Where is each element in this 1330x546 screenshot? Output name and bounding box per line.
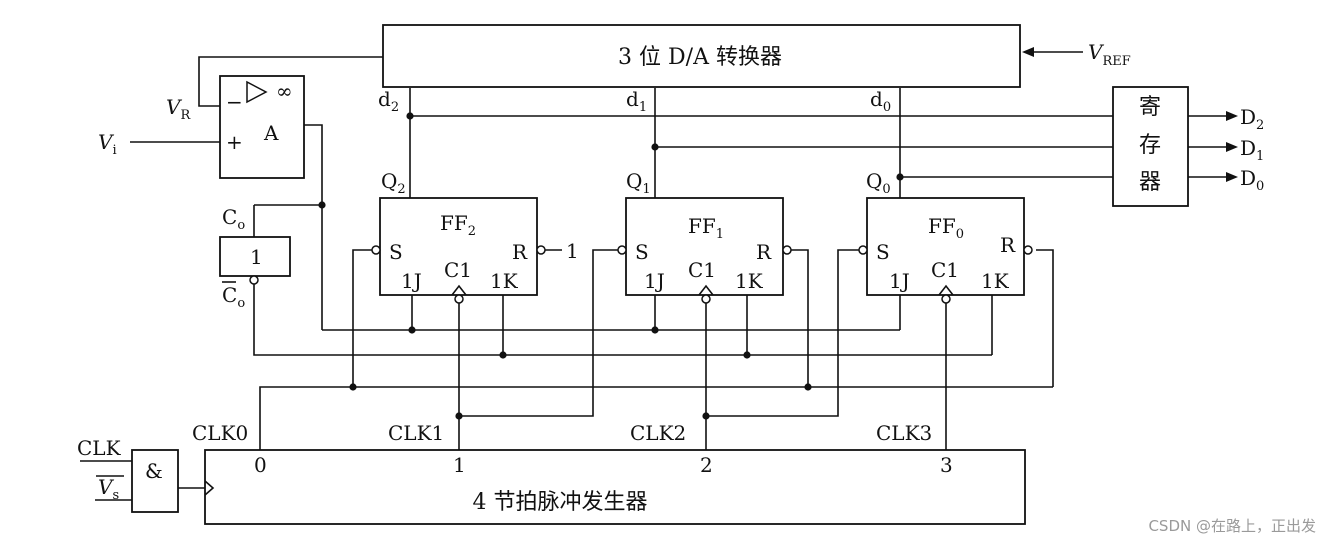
ff0-k: 1K (981, 269, 1010, 293)
ff1-c: C1 (688, 258, 716, 282)
dac-block: 3 位 D/A 转换器 VREF d2 d1 d0 (378, 24, 1131, 115)
ff2-k: 1K (490, 269, 519, 293)
ff1-r: R (756, 240, 772, 264)
output-d2: D2 (1240, 105, 1264, 133)
ff1-k: 1K (735, 269, 764, 293)
register-char-2: 存 (1139, 133, 1161, 158)
ff0-c: C1 (931, 258, 959, 282)
ff1-j: 1J (644, 269, 665, 293)
ff1-s: S (635, 240, 649, 264)
port-3: 3 (940, 453, 953, 477)
pulse-generator: 0 1 2 3 4 节拍脉冲发生器 (204, 449, 1026, 525)
dac-input-d1: d1 (626, 87, 647, 115)
ff2-c: C1 (444, 258, 472, 282)
clk-labels: CLK0 CLK1 CLK2 CLK3 (192, 421, 932, 445)
junctions (318, 112, 904, 420)
clk3-label: CLK3 (876, 421, 932, 445)
clk0-label: CLK0 (192, 421, 248, 445)
inverter-value: 1 (250, 245, 263, 269)
port-0: 0 (254, 453, 267, 477)
co-bar-label: Co (222, 283, 245, 311)
comparator: ∞ − + A VR Vi (98, 75, 305, 179)
watermark: CSDN @在路上，正出发 (1148, 517, 1316, 535)
port-1: 1 (453, 453, 466, 477)
ff2-r: R (512, 240, 528, 264)
ff2-q: Q2 (381, 169, 406, 197)
ff2-j: 1J (401, 269, 422, 293)
clk2-label: CLK2 (630, 421, 686, 445)
ff2-title: FF2 (440, 211, 476, 239)
flipflop-ff0: FF0 S R 1J C1 1K Q0 (858, 169, 1033, 304)
clk-input-label: CLK (77, 436, 122, 460)
and-gate: & CLK Vs (77, 436, 179, 513)
port-2: 2 (700, 453, 713, 477)
opamp-gain: ∞ (276, 79, 293, 103)
vref-label: VREF (1088, 40, 1131, 69)
ff0-q: Q0 (866, 169, 891, 197)
wires (80, 47, 1238, 501)
vs-input-label: Vs (98, 475, 119, 503)
flipflop-ff2: FF2 S R 1J C1 1K 1 Q2 (371, 169, 579, 304)
output-d1: D1 (1240, 136, 1264, 164)
flipflop-ff1: FF1 S R 1J C1 1K Q1 (617, 169, 792, 304)
dac-title: 3 位 D/A 转换器 (618, 45, 782, 70)
register-char-3: 器 (1139, 170, 1161, 195)
ff0-j: 1J (889, 269, 910, 293)
dac-input-d0: d0 (870, 87, 891, 115)
register-char-1: 寄 (1139, 95, 1161, 120)
clk1-label: CLK1 (388, 421, 444, 445)
opamp-plus: + (226, 130, 243, 154)
opamp-name: A (263, 121, 279, 145)
output-d0: D0 (1240, 166, 1264, 194)
opamp-triangle-icon (246, 80, 268, 104)
ff2-r-tie: 1 (566, 239, 579, 263)
ff2-s: S (389, 240, 403, 264)
opamp-minus: − (226, 90, 243, 114)
inverter: 1 Co Co (219, 205, 291, 311)
and-symbol: & (145, 459, 163, 483)
dac-input-d2: d2 (378, 87, 399, 115)
co-label: Co (222, 205, 245, 233)
ff1-title: FF1 (688, 214, 724, 242)
register: 寄 存 器 D2 D1 D0 (1112, 86, 1264, 207)
ff0-r: R (1000, 233, 1016, 257)
vi-label: Vi (98, 130, 117, 158)
pulse-gen-title: 4 节拍脉冲发生器 (473, 490, 648, 515)
ff1-q: Q1 (626, 169, 651, 197)
ff0-title: FF0 (928, 214, 964, 242)
vr-label: VR (166, 95, 191, 123)
ff0-s: S (876, 240, 890, 264)
